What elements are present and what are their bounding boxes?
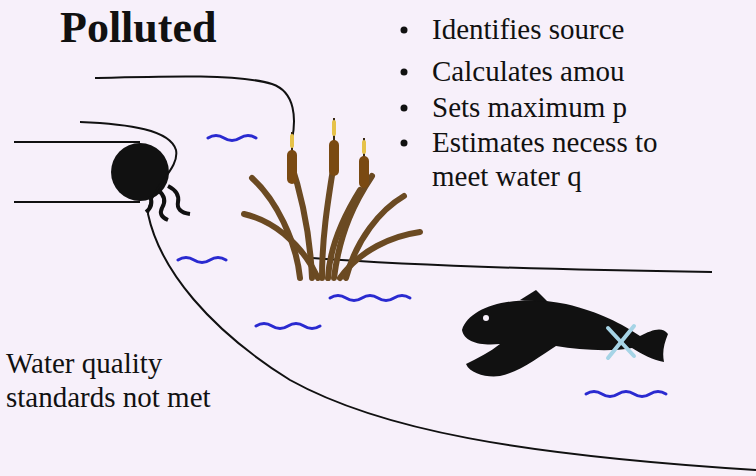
slide-title: Polluted bbox=[60, 4, 216, 52]
bullet-dots bbox=[401, 27, 408, 147]
status-note: Water quality standards not met bbox=[6, 346, 246, 414]
bullet-text: Sets maximum p bbox=[432, 90, 752, 124]
bullet-text: Identifies source bbox=[432, 12, 752, 46]
bullet-text: Calculates amou bbox=[432, 54, 752, 88]
bullet-text: Estimates necess to meet water q bbox=[432, 125, 668, 193]
dead-fish bbox=[462, 290, 668, 377]
water-ripples bbox=[178, 136, 666, 397]
cattails bbox=[244, 118, 420, 278]
